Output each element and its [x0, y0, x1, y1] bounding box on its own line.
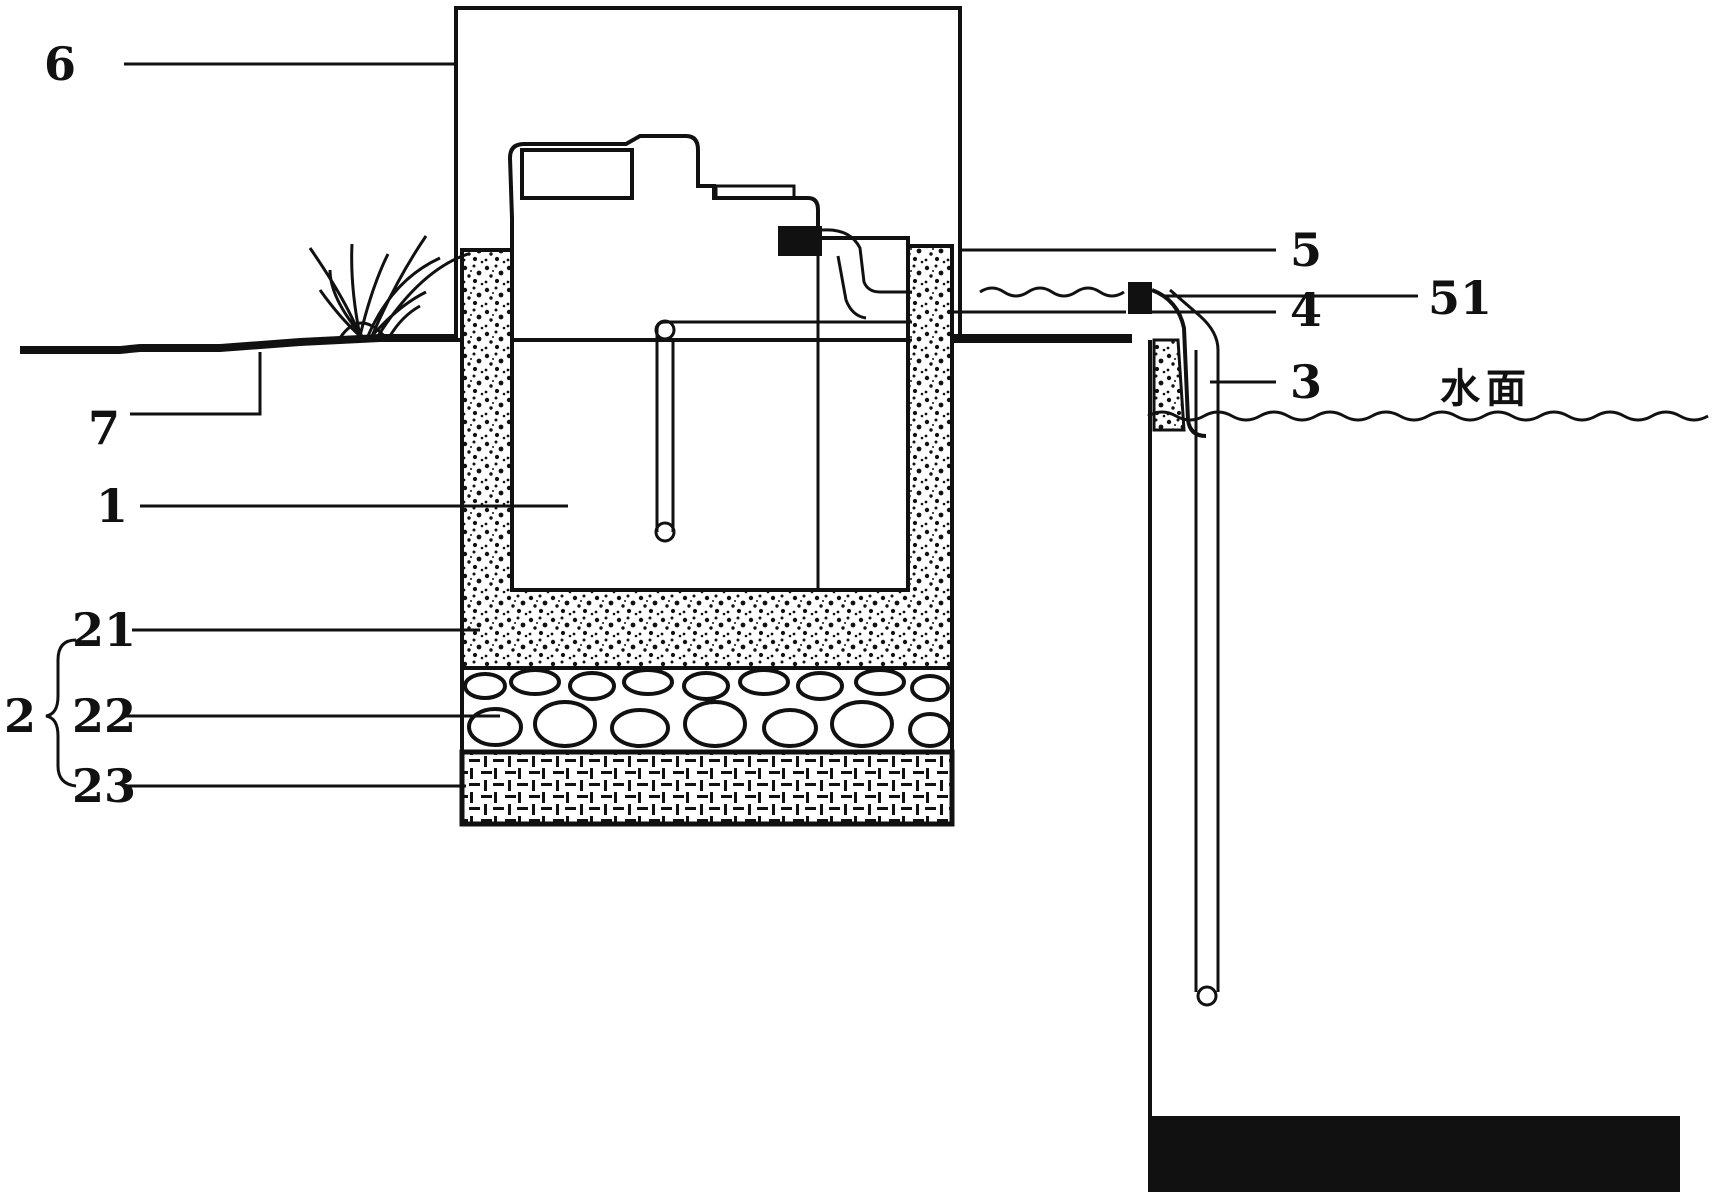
leader-lines	[45, 62, 1418, 788]
label-51: 51	[1428, 271, 1492, 325]
labels: 6 5 51 4 3 水面 7 1 21 2 22 23	[4, 37, 1532, 813]
plant-icon	[308, 235, 469, 338]
tank-top-vent	[714, 184, 796, 200]
water-surface-line	[1147, 410, 1709, 422]
inner-return-tube	[655, 320, 912, 532]
label-6: 6	[44, 37, 76, 91]
inflow-line-5	[979, 286, 1125, 298]
valve-51	[1128, 282, 1152, 314]
pump-box	[778, 226, 822, 256]
substrate-layers	[459, 244, 955, 827]
riser-hatch	[1152, 338, 1186, 432]
label-21: 21	[72, 603, 136, 657]
pump-cable	[821, 228, 912, 294]
inner-tube-end	[654, 521, 676, 543]
brace-icon	[45, 638, 77, 788]
label-22: 22	[72, 689, 136, 743]
woven-layer-23	[459, 749, 955, 827]
bottom-block	[1150, 1116, 1680, 1192]
outlet-assembly	[952, 282, 1709, 1192]
label-23: 23	[72, 759, 136, 813]
label-3: 3	[1290, 355, 1322, 409]
outlet-pipe-4	[952, 334, 1132, 343]
ground-line	[20, 334, 456, 354]
label-water-surface: 水面	[1440, 366, 1532, 412]
label-2: 2	[4, 689, 36, 743]
ground-surface	[20, 235, 469, 354]
tank-top-hatch	[520, 148, 634, 200]
gravel-stones	[463, 668, 952, 748]
sand-layer-21	[460, 244, 954, 670]
riser-pipe-end	[1196, 985, 1218, 1007]
equipment-room-enclosure	[454, 6, 962, 342]
label-4: 4	[1290, 283, 1322, 337]
label-5: 5	[1290, 223, 1322, 277]
label-1: 1	[96, 479, 128, 533]
label-7: 7	[88, 401, 120, 455]
treatment-tank	[507, 134, 912, 592]
